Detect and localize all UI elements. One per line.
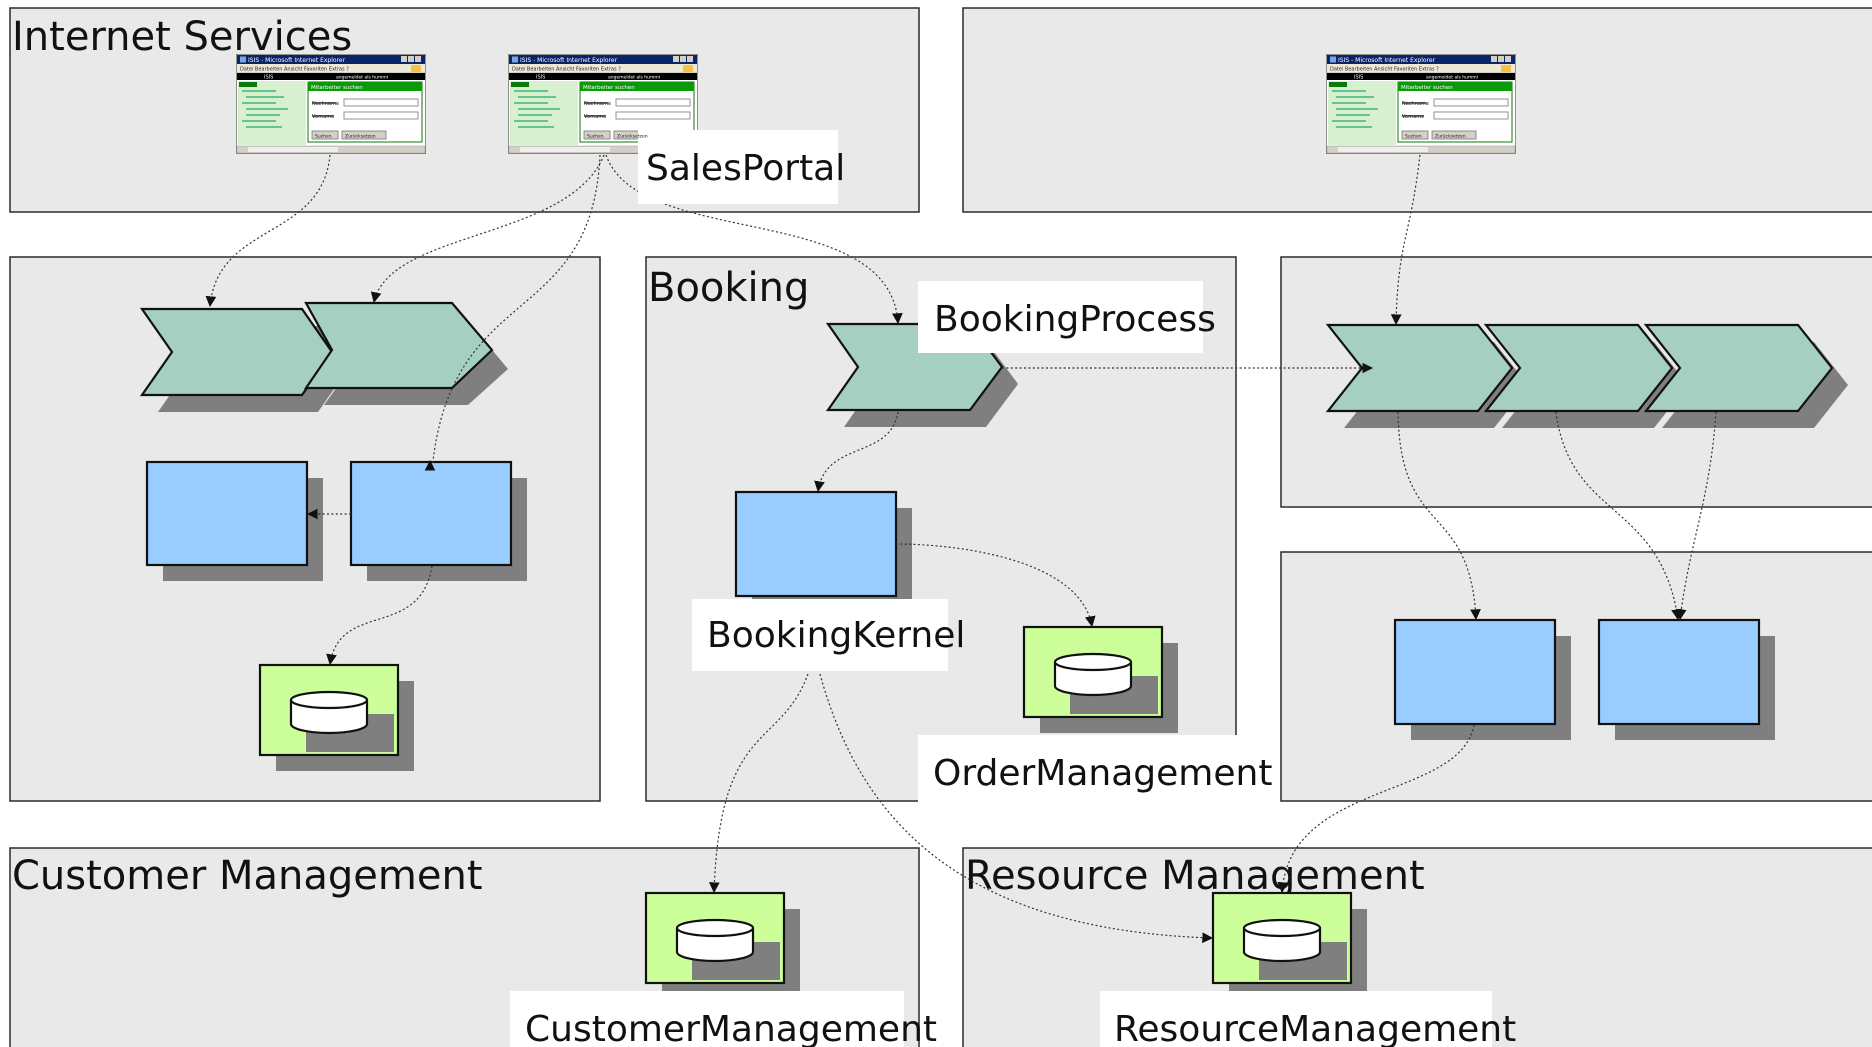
browser-field-label: Vorname bbox=[1402, 114, 1424, 120]
component-box-icon bbox=[1597, 618, 1775, 740]
browser-app-name: ISIS bbox=[536, 75, 545, 81]
browser-button-label: Zurücksetzen bbox=[1435, 134, 1466, 140]
component-box-booking-kernel bbox=[734, 490, 912, 612]
connectors bbox=[205, 154, 1717, 944]
process-chevron-icon bbox=[1325, 323, 1528, 428]
browser-button-label: Suchen bbox=[587, 134, 604, 140]
process-chevron-icon bbox=[1643, 323, 1848, 428]
zone-title-customer-management: Customer Management bbox=[12, 853, 483, 899]
zone-title-resource-management: Resource Management bbox=[965, 853, 1425, 899]
browser-title: ISIS - Microsoft Internet Explorer bbox=[248, 57, 346, 64]
label-order-management-text: OrderManagement bbox=[933, 753, 1272, 794]
browser-button-label: Zurücksetzen bbox=[345, 134, 376, 140]
browser-field-label: Nachname bbox=[312, 101, 339, 107]
browser-field-label: Vorname bbox=[312, 114, 334, 120]
label-booking-process: BookingProcess bbox=[918, 281, 1216, 353]
browser-app-name: ISIS bbox=[1354, 75, 1363, 81]
zone-title-internet-services: Internet Services bbox=[12, 14, 352, 60]
process-chevron-icon bbox=[303, 301, 508, 405]
zone-right-components bbox=[1280, 551, 1872, 802]
browser-login-status: angemeldet als hummi bbox=[1426, 75, 1478, 81]
browser-field-label: Nachname bbox=[1402, 101, 1429, 107]
zone-title-booking: Booking bbox=[648, 265, 809, 311]
browser-menu: Datei Bearbeiten Ansicht Favoriten Extra… bbox=[1330, 67, 1439, 73]
browser-field-label: Vorname bbox=[584, 114, 606, 120]
browser-menu: Datei Bearbeiten Ansicht Favoriten Extra… bbox=[240, 67, 349, 73]
browser-form-title: Mitarbeiter suchen bbox=[1401, 85, 1453, 91]
label-order-management: OrderManagement bbox=[918, 735, 1272, 805]
label-booking-kernel-text: BookingKernel bbox=[707, 615, 965, 656]
process-chevron-icon bbox=[1483, 323, 1688, 428]
browser-button-label: Zurücksetzen bbox=[617, 134, 648, 140]
browser-button-label: Suchen bbox=[315, 134, 332, 140]
browser-login-status: angemeldet als hummi bbox=[336, 75, 388, 81]
browser-login-status: angemeldet als hummi bbox=[608, 75, 660, 81]
label-resource-management: ResourceManagement bbox=[1100, 991, 1516, 1047]
component-box-icon bbox=[349, 460, 527, 581]
process-chevron-icon bbox=[139, 307, 348, 412]
browser-app-name: ISIS bbox=[264, 75, 273, 81]
browser-form-title: Mitarbeiter suchen bbox=[583, 85, 635, 91]
component-box-icon bbox=[145, 460, 323, 581]
database-icon-order-management bbox=[1022, 625, 1178, 733]
label-resource-management-text: ResourceManagement bbox=[1114, 1009, 1516, 1047]
browser-form-title: Mitarbeiter suchen bbox=[311, 85, 363, 91]
browser-menu: Datei Bearbeiten Ansicht Favoriten Extra… bbox=[512, 67, 621, 73]
label-sales-portal-text: SalesPortal bbox=[646, 148, 845, 189]
label-customer-management-text: CustomerManagement bbox=[525, 1009, 937, 1047]
zone-internet-services: Internet Services bbox=[9, 7, 920, 213]
label-sales-portal: SalesPortal bbox=[638, 130, 845, 204]
browser-button-label: Suchen bbox=[1405, 134, 1422, 140]
database-icon bbox=[258, 663, 414, 771]
database-icon-resource-management bbox=[1211, 891, 1367, 999]
label-booking-kernel: BookingKernel bbox=[692, 599, 965, 671]
browser-title: ISIS - Microsoft Internet Explorer bbox=[1338, 57, 1436, 64]
label-customer-management: CustomerManagement bbox=[510, 991, 937, 1047]
database-icon-customer-management bbox=[644, 891, 800, 999]
component-box-icon bbox=[1393, 618, 1571, 740]
label-booking-process-text: BookingProcess bbox=[934, 299, 1216, 340]
browser-field-label: Nachname bbox=[584, 101, 611, 107]
browser-title: ISIS - Microsoft Internet Explorer bbox=[520, 57, 618, 64]
